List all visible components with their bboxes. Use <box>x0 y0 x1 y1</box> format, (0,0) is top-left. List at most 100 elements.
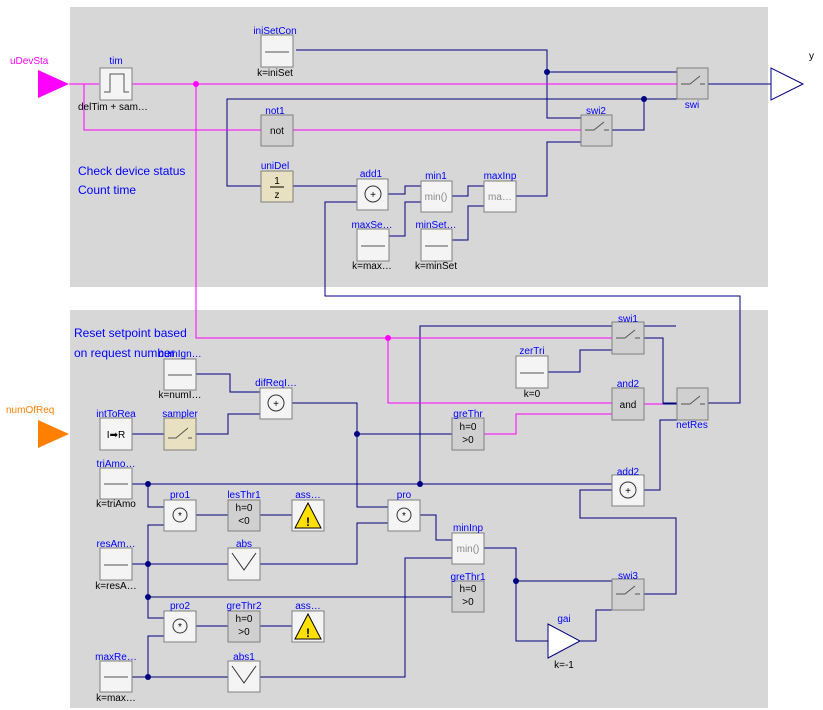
block-uniDel[interactable]: 1 z uniDel <box>260 161 294 203</box>
svg-text:>0: >0 <box>462 435 474 446</box>
boolean-wires <box>69 83 677 435</box>
block-netRes[interactable]: netRes <box>676 387 709 431</box>
output-port-y[interactable]: y <box>770 51 814 101</box>
svg-text:iniSetCon: iniSetCon <box>253 26 296 37</box>
svg-text:ass…: ass… <box>295 601 321 612</box>
svg-text:swi3: swi3 <box>618 571 638 582</box>
svg-text:>0: >0 <box>238 627 250 638</box>
block-min1[interactable]: min() min1 <box>420 171 453 213</box>
svg-text:greThr2: greThr2 <box>226 601 261 612</box>
port-label-y: y <box>809 51 814 62</box>
block-swi[interactable]: swi <box>676 67 709 111</box>
svg-text:k=max…: k=max… <box>352 261 392 272</box>
svg-text:pro1: pro1 <box>170 490 190 501</box>
description-count-time: Count time <box>78 183 136 197</box>
svg-text:I➡R: I➡R <box>107 430 125 441</box>
svg-text:maxSe…: maxSe… <box>351 220 392 231</box>
junctions <box>145 69 647 680</box>
input-port-uDevSta[interactable]: uDevSta <box>10 56 69 98</box>
description-check-device: Check device status <box>78 164 185 178</box>
svg-text:h=0: h=0 <box>460 422 477 433</box>
svg-text:intToRea: intToRea <box>96 409 136 420</box>
block-maxInp[interactable]: ma… maxInp <box>483 171 517 213</box>
block-assMes[interactable]: ! ass… <box>291 490 325 532</box>
port-label-uDevSta: uDevSta <box>10 56 49 67</box>
svg-text:k=max…: k=max… <box>96 693 136 704</box>
block-maxSet[interactable]: maxSe… k=max… <box>351 220 392 272</box>
block-gai[interactable]: gai k=-1 <box>547 614 582 671</box>
svg-text:+: + <box>370 190 376 201</box>
svg-text:min1: min1 <box>425 171 447 182</box>
block-swi2[interactable]: swi2 <box>580 106 613 147</box>
svg-text:pro2: pro2 <box>170 601 190 612</box>
block-sampler[interactable]: sampler <box>162 409 198 451</box>
block-tim[interactable]: tim delTim + sam… <box>78 56 148 113</box>
svg-text:h=0: h=0 <box>236 503 253 514</box>
svg-text:minInp: minInp <box>453 523 483 534</box>
svg-text:delTim + sam…: delTim + sam… <box>78 102 148 113</box>
svg-text:difReqI…: difReqI… <box>255 378 297 389</box>
svg-text:ass…: ass… <box>295 490 321 501</box>
svg-text:greThr: greThr <box>453 409 483 420</box>
block-maxResAmo[interactable]: maxRe… k=max… <box>95 652 137 704</box>
svg-text:!: ! <box>306 626 310 640</box>
svg-text:k=-1: k=-1 <box>554 660 574 671</box>
block-difReqIgnReq[interactable]: + difReqI… <box>255 378 297 420</box>
block-greThr[interactable]: h=0 >0 greThr <box>451 409 485 451</box>
svg-text:minSet…: minSet… <box>415 220 456 231</box>
block-minInp[interactable]: min() minInp <box>451 523 485 565</box>
svg-text:k=triAmo: k=triAmo <box>96 499 136 510</box>
block-minSet[interactable]: minSet… k=minSet <box>415 220 457 272</box>
svg-text:add1: add1 <box>360 169 383 180</box>
block-assMes1[interactable]: ! ass… <box>291 601 325 643</box>
block-iniSetCon[interactable]: iniSetCon k=iniSet <box>253 26 296 79</box>
block-triAmo[interactable]: triAmo… k=triAmo <box>96 459 136 510</box>
block-greThr2[interactable]: h=0 >0 greThr2 <box>226 601 262 643</box>
block-numIgnReq[interactable]: numIgn… k=numI… <box>158 349 201 401</box>
svg-text:zerTri: zerTri <box>519 346 544 357</box>
svg-text:+: + <box>273 399 279 410</box>
svg-text:+: + <box>625 486 631 497</box>
signal-wires <box>130 49 771 678</box>
block-pro2[interactable]: * pro2 <box>163 601 197 643</box>
svg-text:numIgn…: numIgn… <box>158 349 201 360</box>
svg-text:maxRe…: maxRe… <box>95 652 137 663</box>
svg-text:*: * <box>178 622 182 633</box>
svg-text:h=0: h=0 <box>236 614 253 625</box>
svg-text:min(): min() <box>425 192 448 203</box>
svg-text:*: * <box>178 511 182 522</box>
block-add1[interactable]: + add1 <box>356 169 389 211</box>
svg-text:add2: add2 <box>617 467 640 478</box>
block-resAmo[interactable]: resAm… k=resA… <box>95 539 136 592</box>
block-not1[interactable]: not not1 <box>260 106 294 147</box>
input-port-numOfReq[interactable]: numOfReq <box>6 405 69 448</box>
svg-text:pro: pro <box>397 490 412 501</box>
svg-text:h=0: h=0 <box>460 584 477 595</box>
svg-text:k=0: k=0 <box>524 389 541 400</box>
block-swi3[interactable]: swi3 <box>611 571 645 611</box>
svg-text:and: and <box>620 400 637 411</box>
block-greThr1[interactable]: h=0 >0 greThr1 <box>450 572 486 613</box>
block-zerTri[interactable]: zerTri k=0 <box>515 346 549 400</box>
svg-text:k=iniSet: k=iniSet <box>257 68 293 79</box>
svg-text:uniDel: uniDel <box>261 161 289 172</box>
block-lesThr1[interactable]: h=0 <0 lesThr1 <box>227 490 261 532</box>
svg-text:1: 1 <box>274 176 280 187</box>
svg-text:*: * <box>402 511 406 522</box>
svg-text:!: ! <box>306 515 310 529</box>
block-pro1[interactable]: * pro1 <box>163 490 197 532</box>
block-abs[interactable]: abs <box>227 539 261 581</box>
block-and2[interactable]: and and2 <box>611 379 645 421</box>
svg-text:tim: tim <box>109 56 122 67</box>
description-reset-setpoint: Reset setpoint based <box>74 326 187 340</box>
svg-text:ma…: ma… <box>488 192 512 203</box>
block-intToRea[interactable]: I➡R intToRea <box>96 409 136 451</box>
svg-text:k=resA…: k=resA… <box>95 581 136 592</box>
block-swi1[interactable]: swi1 <box>611 314 645 355</box>
block-abs1[interactable]: abs1 <box>227 652 261 693</box>
block-pro[interactable]: * pro <box>387 490 421 532</box>
svg-text:sampler: sampler <box>162 409 198 420</box>
block-add2[interactable]: + add2 <box>611 467 645 507</box>
